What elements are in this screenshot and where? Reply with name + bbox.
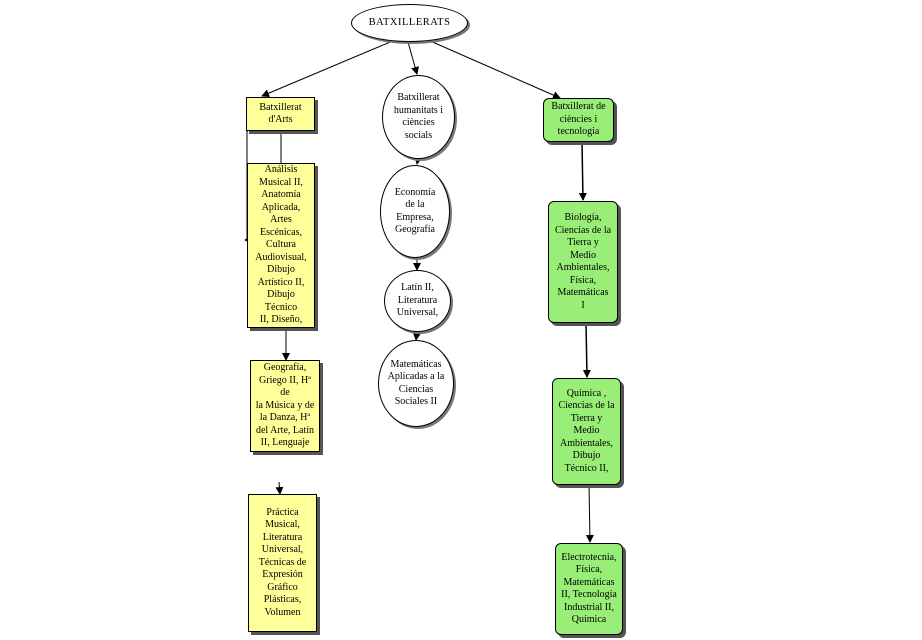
ciencies-subjects-2-label: Química , Ciencias de la Tierra y Medio … <box>558 387 615 474</box>
humanitats-ellipse-3: Matemáticas Aplicadas a la Ciencias Soci… <box>378 340 454 427</box>
arts-title-box: Batxillerat d'Arts <box>246 97 315 131</box>
root-label: BATXILLERATS <box>368 16 451 28</box>
arts-subjects-1-label: Análisis Musical II, Anatomía Aplicada, … <box>255 164 307 326</box>
connector-hum-title-ell1 <box>414 156 423 165</box>
connector-cien-box1-box2 <box>582 322 591 378</box>
arts-title-label: Batxillerat d'Arts <box>259 101 302 126</box>
ciencies-subjects-box-1: Biología, Ciencias de la Tierra y Medio … <box>548 201 618 323</box>
arts-subjects-2-label: Geografía, Griego II, Hª de la Música y … <box>255 362 315 449</box>
connector-cien-title-box1 <box>578 141 587 201</box>
arts-subjects-3-label: Práctica Musical, Literatura Universal, … <box>258 506 307 618</box>
humanitats-title-ellipse: Batxillerat humanitats i ciències social… <box>382 75 455 159</box>
connector-hum-ell2-ell3 <box>412 331 421 341</box>
humanitats-ellipse-1-label: Economía de la Empresa, Geografía <box>394 186 436 236</box>
ciencies-subjects-1-label: Biología, Ciencias de la Tierra y Medio … <box>554 212 612 311</box>
humanitats-ellipse-2-label: Latín II, Literatura Universal, <box>396 282 439 319</box>
ciencies-title-label: Batxillerat de ciències i tecnologia <box>551 101 606 138</box>
ciencies-subjects-box-3: Electrotecnia, Física, Matemáticas II, T… <box>555 543 623 635</box>
ciencies-subjects-box-2: Química , Ciencias de la Tierra y Medio … <box>552 378 621 485</box>
arts-subjects-box-3: Práctica Musical, Literatura Universal, … <box>248 494 317 632</box>
arts-subjects-box-2: Geografía, Griego II, Hª de la Música y … <box>250 360 320 452</box>
connector-cien-box2-box3 <box>585 484 594 543</box>
ciencies-title-box: Batxillerat de ciències i tecnologia <box>543 98 614 142</box>
connector-root-ciencies <box>427 39 561 99</box>
connector-arts-box2-box3 <box>275 481 284 495</box>
humanitats-title-label: Batxillerat humanitats i ciències social… <box>393 92 444 141</box>
humanitats-ellipse-3-label: Matemáticas Aplicadas a la Ciencias Soci… <box>387 358 445 408</box>
root-node: BATXILLERATS <box>351 4 468 42</box>
humanitats-ellipse-1: Economía de la Empresa, Geografía <box>380 165 450 258</box>
ciencies-subjects-3-label: Electrotecnia, Física, Matemáticas II, T… <box>561 551 617 626</box>
arts-subjects-box-1: Análisis Musical II, Anatomía Aplicada, … <box>247 163 315 328</box>
connector-root-arts <box>261 39 396 97</box>
humanitats-ellipse-2: Latín II, Literatura Universal, <box>384 270 451 332</box>
connector-root-humanitats <box>407 41 419 75</box>
